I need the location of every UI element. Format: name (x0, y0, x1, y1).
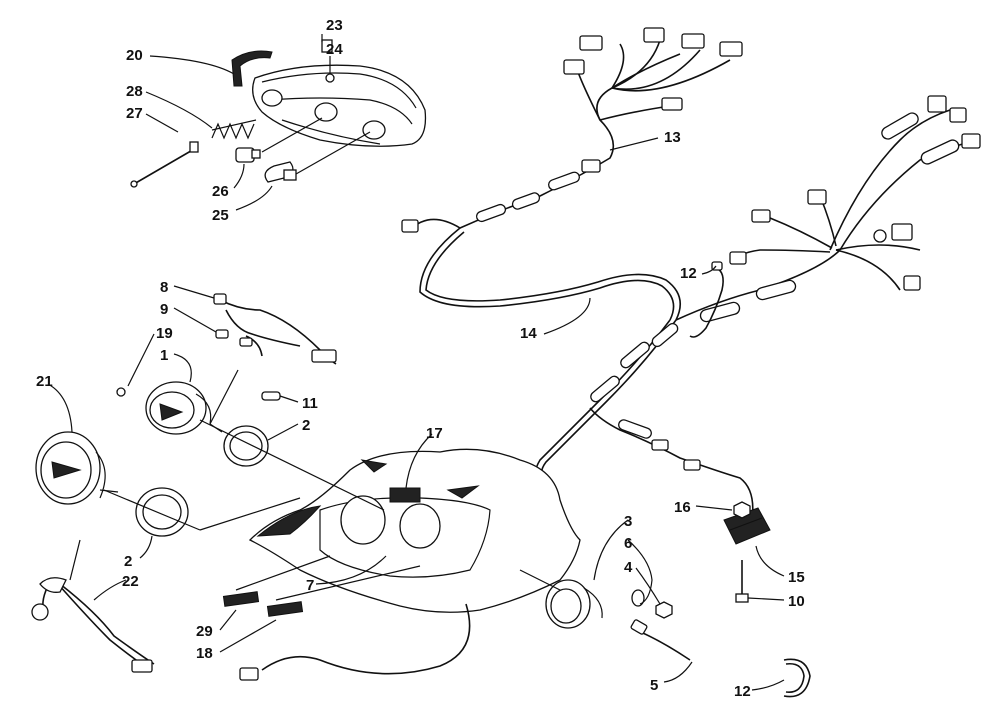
callout-23: 23 (326, 17, 343, 34)
cable-5 (630, 619, 691, 661)
clamp-12-lower (783, 658, 811, 698)
nut-4 (655, 601, 673, 619)
callout-26: 26 (212, 183, 229, 200)
dash-lower-harness (239, 603, 471, 681)
assembly-line-25 (295, 131, 371, 175)
callout-17: 17 (426, 425, 443, 442)
decal-29 (222, 591, 260, 607)
callout-24: 24 (326, 41, 343, 58)
right-harness-branch (729, 95, 981, 291)
lamp-socket-11 (261, 391, 281, 401)
callout-10: 10 (788, 593, 805, 610)
decal-18 (266, 601, 304, 617)
callout-2-lower: 2 (124, 553, 132, 570)
callout-5: 5 (650, 677, 658, 694)
callout-7: 7 (306, 577, 314, 594)
callout-22: 22 (122, 573, 139, 590)
speedometer-21 (35, 431, 119, 505)
headlight-housing (252, 64, 427, 147)
callout-29: 29 (196, 623, 213, 640)
leader-lines (47, 34, 785, 691)
assembly-line-26 (261, 117, 323, 153)
bezel-ring-2-lower (135, 487, 189, 537)
speed-gauge-3 (545, 579, 603, 629)
callout-16: 16 (674, 499, 691, 516)
bezel-ring-2-upper (223, 425, 269, 467)
callout-14: 14 (520, 325, 537, 342)
callout-12-upper: 12 (680, 265, 697, 282)
callout-11: 11 (302, 395, 318, 412)
gauge-wires-8-9 (213, 293, 337, 365)
callout-1: 1 (160, 347, 168, 364)
callout-15: 15 (788, 569, 805, 586)
callout-12-lower: 12 (734, 683, 751, 700)
washer-6 (631, 589, 645, 607)
nut-16 (733, 501, 751, 519)
bulb-19 (116, 387, 126, 397)
bulb-25 (264, 161, 297, 183)
callout-21: 21 (36, 373, 53, 390)
callout-6: 6 (624, 535, 632, 552)
callout-8: 8 (160, 279, 168, 296)
spring-28 (211, 119, 257, 140)
callout-18: 18 (196, 645, 213, 662)
resistor-lead (589, 407, 754, 521)
callout-19: 19 (156, 325, 173, 342)
bolt-10 (735, 560, 749, 603)
callout-20: 20 (126, 47, 143, 64)
adjuster-screw-27 (130, 141, 199, 188)
callout-9: 9 (160, 301, 168, 318)
callout-2-upper: 2 (302, 417, 310, 434)
callout-3: 3 (624, 513, 632, 530)
gauge-1 (145, 381, 223, 435)
dash-console (248, 448, 581, 613)
bulb-socket-26 (235, 147, 261, 163)
assembly-lines (103, 369, 561, 601)
callout-4: 4 (624, 559, 633, 576)
callout-25: 25 (212, 207, 229, 224)
callout-28: 28 (126, 83, 143, 100)
callout-27: 27 (126, 105, 143, 122)
screw-24 (325, 73, 335, 83)
callout-13: 13 (664, 129, 681, 146)
headlight-lens-strip (231, 50, 273, 87)
callout-labels: 20 23 24 28 27 26 25 13 12 14 8 9 19 1 1… (36, 17, 805, 700)
clip-23 (321, 39, 333, 53)
main-harness-13 (401, 27, 743, 233)
harness-14 (419, 227, 841, 477)
gauge-harness-22 (31, 577, 155, 673)
jumper-wire-12 (689, 261, 724, 338)
